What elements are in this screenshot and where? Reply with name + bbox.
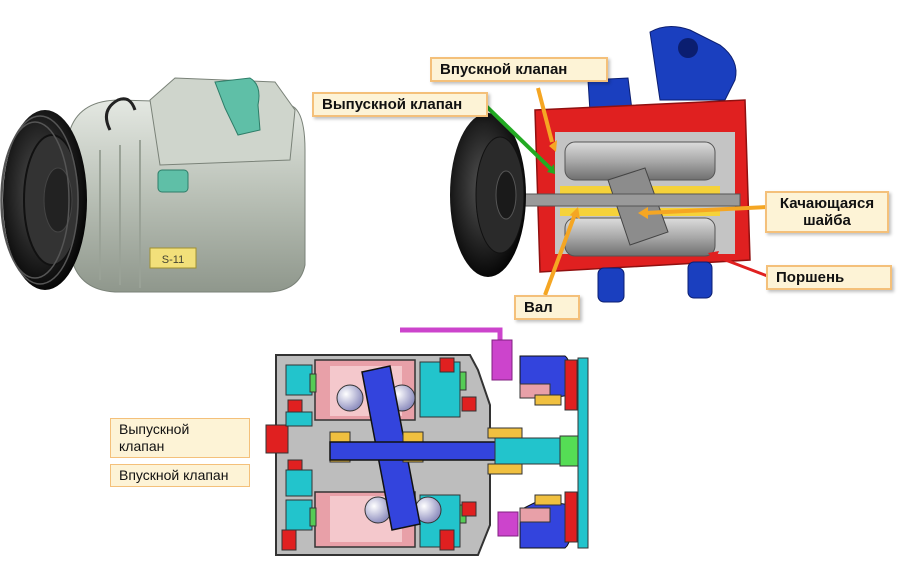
compressor-tag: S-11 xyxy=(162,254,184,266)
schematic-diagram xyxy=(265,327,589,556)
label-intake-valve-bottom: Впускной клапан xyxy=(110,464,250,487)
compressor-photo: S-11 xyxy=(0,60,310,310)
label-piston: Поршень xyxy=(766,265,892,290)
label-bottom-exhaust-line2: клапан xyxy=(119,438,165,454)
label-swash-line1: Качающаяся xyxy=(779,195,875,212)
cutaway-photo xyxy=(450,26,751,303)
label-bottom-exhaust-line1: Выпускной xyxy=(119,421,190,437)
label-intake-valve-top: Впускной клапан xyxy=(430,57,608,82)
label-exhaust-valve-top: Выпускной клапан xyxy=(312,92,488,117)
label-shaft: Вал xyxy=(514,295,580,320)
cutaway-arrows xyxy=(482,87,771,296)
label-swash-line2: шайба xyxy=(803,212,851,229)
label-swash-plate: Качающаяся шайба xyxy=(765,191,889,233)
label-exhaust-valve-bottom: Выпускной клапан xyxy=(110,418,250,458)
